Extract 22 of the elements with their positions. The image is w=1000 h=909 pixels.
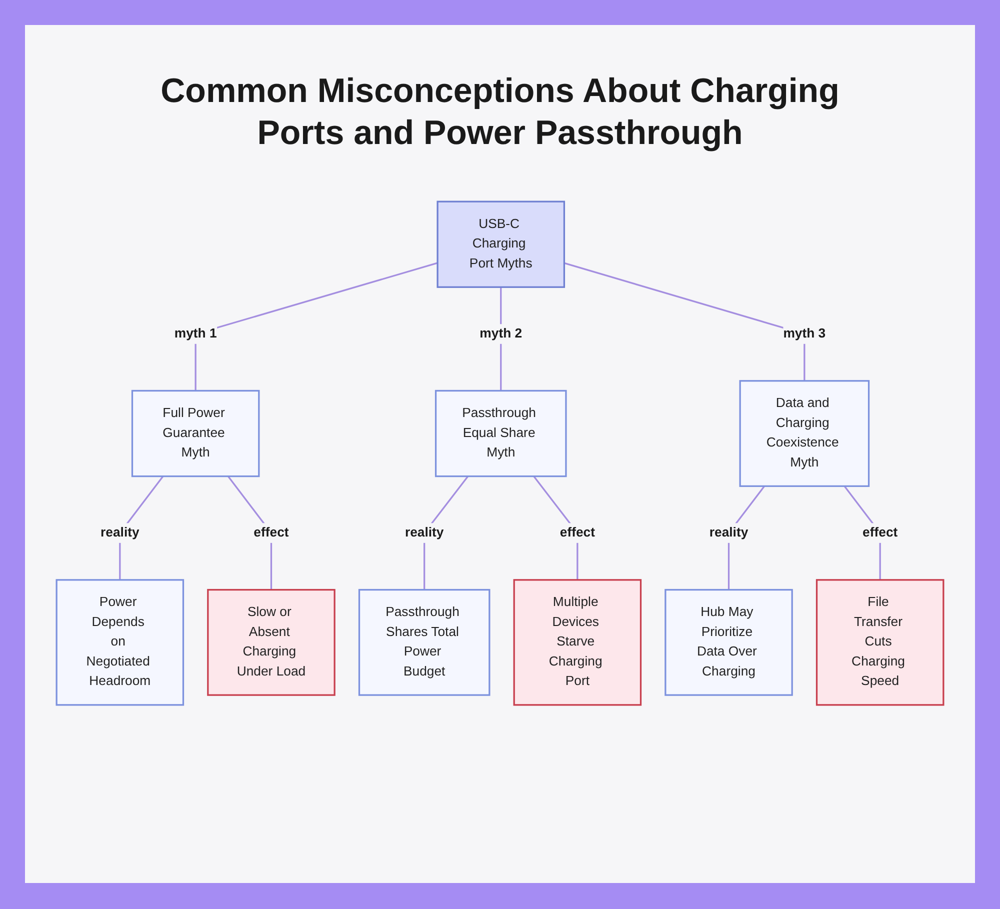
node-box: Slow or Absent Charging Under Load: [207, 588, 336, 696]
edge-label: myth 1: [174, 326, 217, 341]
node-box: Data and Charging Coexistence Myth: [739, 380, 870, 487]
edge-label: reality: [100, 526, 140, 540]
connector: [564, 262, 806, 381]
node-box: Power Depends on Negotiated Headroom: [56, 579, 184, 706]
connector: [194, 262, 438, 391]
node-box: Hub May Prioritize Data Over Charging: [664, 588, 793, 696]
node-box: File Transfer Cuts Charging Speed: [816, 579, 944, 706]
node-box: Passthrough Equal Share Myth: [434, 390, 567, 478]
node-box: Full Power Guarantee Myth: [131, 390, 260, 478]
edge-label: effect: [862, 526, 898, 540]
edge-label: reality: [404, 526, 444, 540]
title: Common Misconceptions About Charging Ports and Power Passthrough: [160, 71, 840, 154]
edge-label: myth 3: [783, 326, 826, 341]
node-box: Passthrough Shares Total Power Budget: [358, 588, 490, 696]
edge-label: effect: [254, 526, 289, 540]
edge-label: effect: [560, 526, 595, 540]
node-box: Multiple Devices Starve Charging Port: [513, 579, 642, 706]
edge-label: myth 2: [480, 326, 522, 341]
edge-label: reality: [709, 526, 748, 540]
node-box: USB-C Charging Port Myths: [436, 200, 566, 288]
